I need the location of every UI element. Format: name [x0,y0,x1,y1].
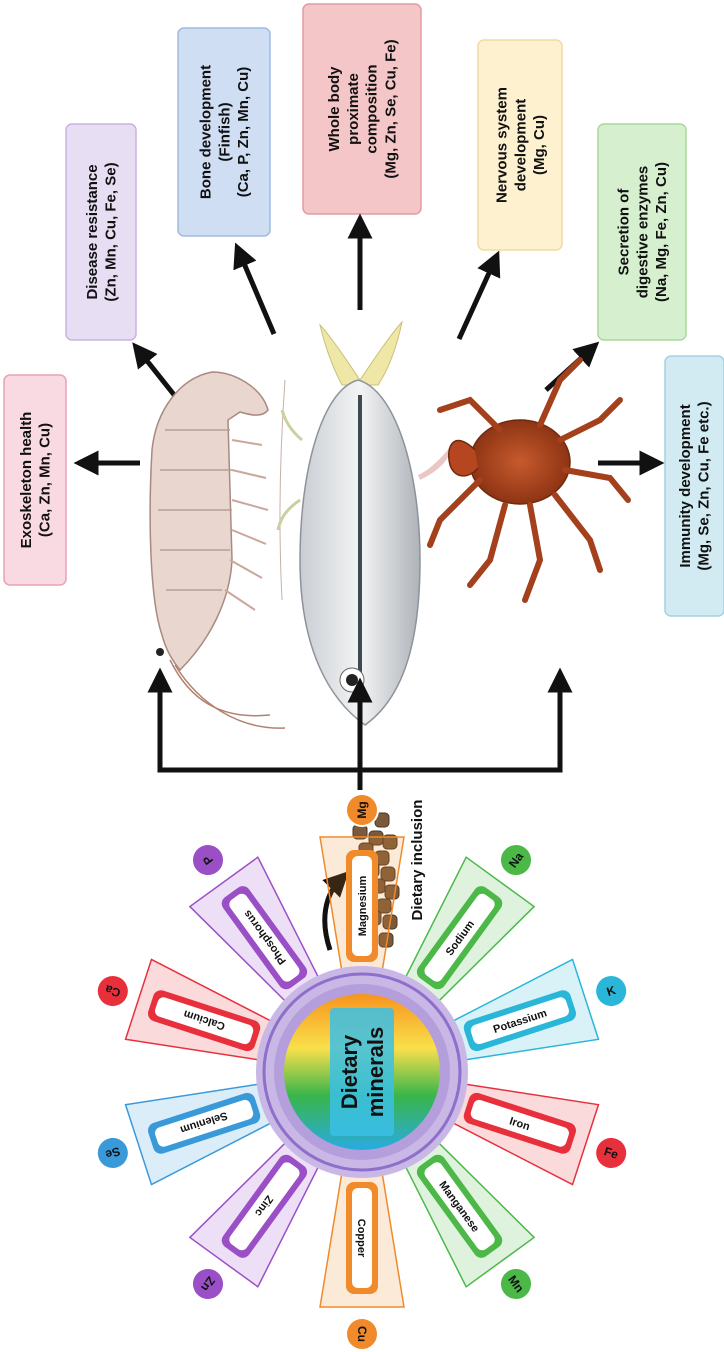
dietary-inclusion-label: Dietary inclusion [409,800,426,921]
outcome-disease-line: Disease resistance [84,164,101,299]
outcome-digestive-line: (Na, Mg, Fe, Zn, Cu) [653,162,670,302]
outcome-immunity-line: (Mg, Se, Zn, Cu, Fe etc.) [696,401,713,570]
mineral-cu-symbol: Cu [355,1326,369,1342]
outcome-bone-line: Bone development [198,65,215,199]
center-label-line: minerals [363,1027,388,1118]
outcome-disease-box: Disease resistance(Zn, Mn, Cu, Fe, Se) [66,124,136,340]
outcome-proximate-line: proximate [345,73,362,145]
outcome-proximate-line: (Mg, Zn, Se, Cu, Fe) [382,39,399,178]
outcome-digestive-line: Secretion of [616,188,633,276]
outcome-bone-line: (Ca, P, Zn, Mn, Cu) [235,67,252,198]
outcome-proximate-line: composition [364,64,381,153]
center-label-line: Dietary [337,1034,362,1109]
outcome-proximate-line: Whole body [326,66,343,152]
outcome-exoskeleton-line: (Ca, Zn, Mn, Cu) [37,423,54,537]
svg-text:Disease resistance(Zn, Mn, Cu,: Disease resistance(Zn, Mn, Cu, Fe, Se) [84,162,120,301]
svg-text:Immunity development(Mg, Se, Z: Immunity development(Mg, Se, Zn, Cu, Fe … [677,401,713,570]
center-label: Dietaryminerals [337,1027,388,1118]
arrow-to-disease [140,352,175,396]
mineral-copper-label: Copper [355,1219,367,1258]
outcome-exoskeleton-box: Exoskeleton health(Ca, Zn, Mn, Cu) [4,375,66,585]
mineral-magnesium-label: Magnesium [357,876,369,937]
outcome-nervous-line: development [512,99,529,192]
outcome-immunity-line: Immunity development [677,404,694,567]
outcome-bone-box: Bone development(Finfish)(Ca, P, Zn, Mn,… [178,28,270,236]
outcome-bone-line: (Finfish) [216,102,233,161]
outcome-disease-line: (Zn, Mn, Cu, Fe, Se) [103,162,120,301]
minerals-wheel: MagnesiumMgSodiumNaPotassiumKIronFeManga… [85,794,640,1350]
fish-illustration [278,322,455,725]
outcome-digestive-line: digestive enzymes [634,166,651,299]
outcome-nervous-line: Nervous system [494,87,511,203]
outcome-nervous-line: (Mg, Cu) [531,115,548,175]
shrimp-illustration [150,372,285,728]
outcome-immunity-box: Immunity development(Mg, Se, Zn, Cu, Fe … [665,356,724,616]
crab-illustration [430,360,628,600]
arrow-to-nervous [459,262,494,339]
outcome-exoskeleton-line: Exoskeleton health [18,412,35,549]
mineral-mg-symbol: Mg [355,801,369,818]
arrow-to-bone [240,254,274,334]
svg-text:Exoskeleton health(Ca, Zn, Mn,: Exoskeleton health(Ca, Zn, Mn, Cu) [18,412,54,549]
